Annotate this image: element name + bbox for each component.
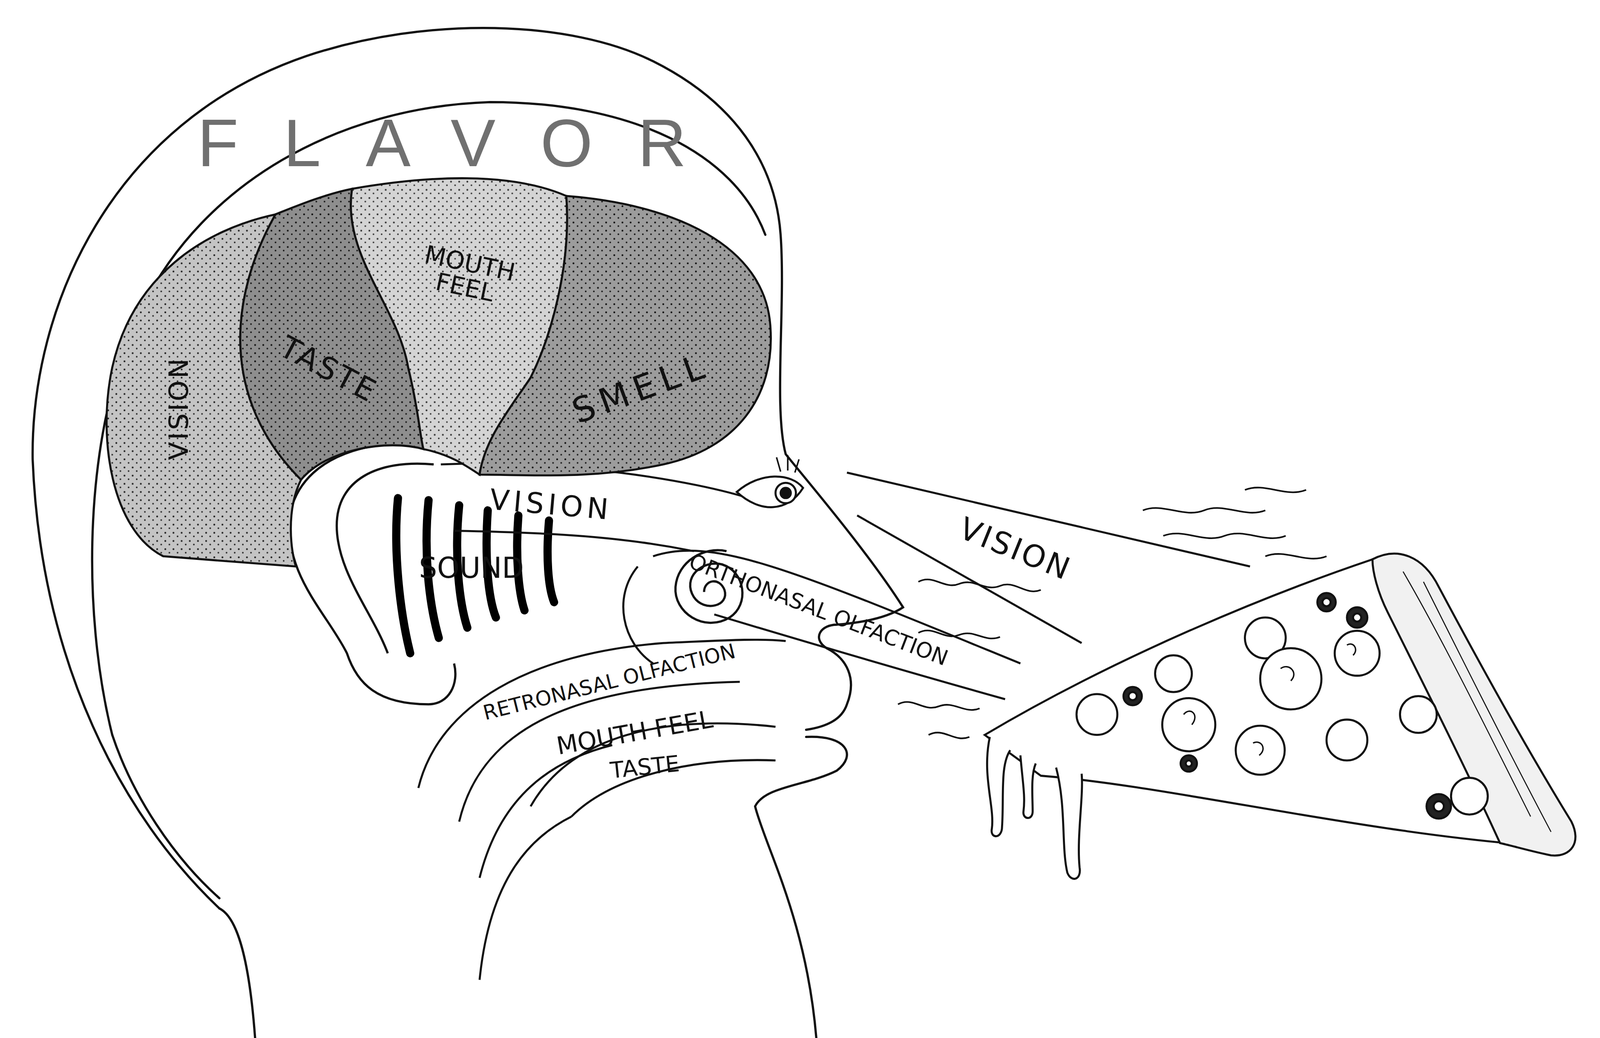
pizza-slice [1317, 592, 1336, 612]
pizza-slice [984, 553, 1576, 879]
pizza-slice [1185, 760, 1192, 767]
smell-waves [928, 732, 970, 739]
smell-waves [1265, 553, 1327, 559]
flavor-heading: FLAVOR [197, 109, 731, 177]
pizza-slice [1235, 725, 1285, 775]
smell-waves [897, 701, 980, 710]
pizza-slice [1056, 767, 1083, 879]
head-outline [32, 28, 904, 909]
orthonasal-channel [623, 549, 1021, 700]
eye [776, 454, 800, 473]
pizza-slice [987, 736, 1011, 836]
pizza-slice [1400, 696, 1437, 733]
sense-label: VISION [955, 512, 1076, 586]
sense-label: MOUTH FEEL [554, 706, 715, 759]
eye [775, 482, 797, 504]
lobe-label: VISION [165, 356, 192, 461]
eye [736, 454, 803, 507]
lobe-shape [479, 195, 772, 476]
pizza-slice [1183, 643, 1356, 755]
head-outline [112, 734, 220, 898]
mouth-channel [479, 723, 776, 980]
pizza-slice [1346, 607, 1368, 628]
smell-waves [918, 630, 1001, 639]
head-outline [755, 736, 848, 1038]
pizza-slice [1326, 719, 1368, 761]
pizza-slice [1180, 755, 1197, 772]
mouth-channel [479, 816, 572, 980]
pizza-slice [1123, 592, 1451, 819]
pizza-slice [1352, 613, 1362, 622]
eye [780, 487, 791, 498]
pizza-slice [1426, 794, 1451, 819]
sense-label: SOUND [419, 554, 524, 583]
retronasal-channel [479, 745, 613, 878]
eye [736, 476, 803, 507]
pizza-slice [1128, 598, 1444, 812]
pizza-slice [1162, 697, 1216, 752]
vision-channel [454, 530, 694, 552]
brain-lobe: SMELL [474, 188, 781, 485]
sound-waves [396, 497, 411, 654]
pizza-slice [1020, 755, 1036, 818]
smell-waves [1244, 487, 1307, 493]
smell-waves [1142, 507, 1266, 513]
smell-waves [1163, 533, 1286, 539]
head-outline [32, 28, 904, 1038]
pizza-slice [1334, 630, 1380, 676]
pizza-slice [1322, 598, 1331, 607]
pizza-slice [1076, 617, 1488, 815]
pizza-slice [1433, 800, 1445, 812]
vision-beam [846, 472, 1250, 643]
pizza-slice [1260, 647, 1322, 710]
head-outline [219, 908, 256, 1038]
sense-label: VISION [488, 485, 614, 525]
sound-waves [396, 497, 554, 654]
lobe-outline [474, 188, 781, 485]
sense-label: TASTE [609, 752, 681, 783]
vision-channel [440, 463, 756, 551]
pizza-slice [1128, 691, 1137, 700]
pizza-slice [1372, 553, 1576, 855]
sound-waves [547, 520, 554, 603]
pizza-slice [1123, 686, 1142, 706]
retronasal-channel [418, 639, 786, 788]
pizza-slice [1076, 693, 1118, 735]
retronasal-channel [418, 639, 786, 878]
pizza-slice [1155, 655, 1192, 692]
smell-waves [918, 579, 1041, 592]
orthonasal-channel [623, 566, 654, 664]
pizza-slice [1450, 777, 1488, 815]
